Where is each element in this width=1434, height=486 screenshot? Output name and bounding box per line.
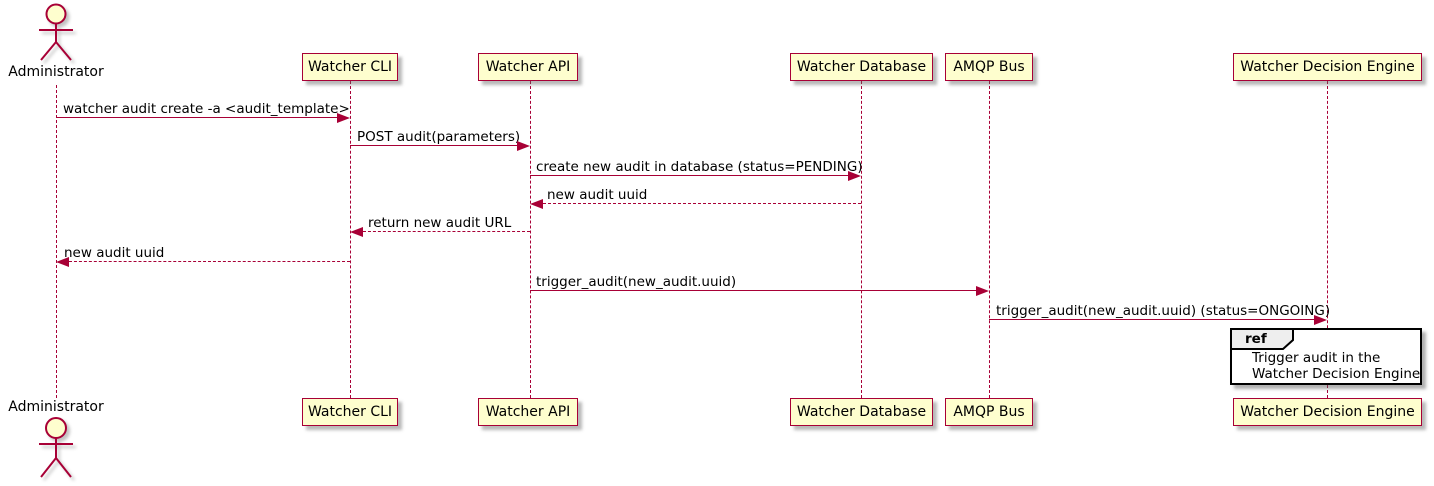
participant-watcher-api-top: Watcher API (478, 53, 578, 81)
participant-watcher-cli-top: Watcher CLI (302, 53, 398, 81)
arrowhead (848, 171, 861, 181)
participant-watcher-database-top: Watcher Database (790, 53, 933, 81)
message-label: return new audit URL (368, 215, 512, 231)
participant-watcher-database-bottom: Watcher Database (790, 398, 933, 426)
message-line (350, 145, 518, 146)
message-line (989, 319, 1314, 320)
participant-amqp-bus-top: AMQP Bus (945, 53, 1033, 81)
arrowhead (530, 199, 543, 209)
message-label: new audit uuid (64, 245, 165, 261)
message-label: trigger_audit(new_audit.uuid) (536, 274, 737, 290)
message-line (530, 175, 849, 176)
ref-keyword: ref (1245, 331, 1267, 347)
lifeline-watcher-database (860, 81, 862, 398)
message-line (56, 117, 338, 118)
participant-watcher-decision-engine-bottom: Watcher Decision Engine (1233, 398, 1422, 426)
arrowhead (976, 286, 989, 296)
arrowhead (517, 141, 530, 151)
arrowhead (1314, 315, 1327, 325)
actor-label-bottom: Administrator (8, 399, 104, 415)
message-label: POST audit(parameters) (357, 129, 521, 145)
message-label: create new audit in database (status=PEN… (536, 159, 863, 175)
lifeline-amqp-bus (988, 81, 990, 398)
message-line (543, 203, 861, 204)
participant-watcher-decision-engine-top: Watcher Decision Engine (1233, 53, 1422, 81)
participant-amqp-bus-bottom: AMQP Bus (945, 398, 1033, 426)
message-line (363, 231, 530, 232)
ref-text-line-1: Trigger audit in the (1252, 350, 1381, 366)
arrowhead (56, 257, 69, 267)
message-label: watcher audit create -a <audit_template> (63, 101, 350, 117)
lifeline-watcher-api (529, 81, 531, 398)
actor-label-top: Administrator (8, 64, 104, 80)
lifeline-watcher-decision-engine (1326, 81, 1328, 398)
participant-watcher-cli-bottom: Watcher CLI (302, 398, 398, 426)
ref-text-line-2: Watcher Decision Engine (1252, 365, 1421, 382)
ref-tab (1230, 328, 1294, 350)
arrowhead (350, 227, 363, 237)
participant-watcher-api-bottom: Watcher API (478, 398, 578, 426)
message-line (530, 290, 977, 291)
ref-fragment: ref Trigger audit in the Watcher Decisio… (1230, 328, 1422, 385)
message-line (69, 261, 350, 262)
actor-icon-bottom (39, 417, 73, 478)
lifeline-administrator (55, 85, 57, 398)
actor-icon (39, 3, 73, 61)
arrowhead (337, 113, 350, 123)
message-label: new audit uuid (547, 187, 648, 203)
lifeline-watcher-cli (349, 81, 351, 398)
message-label: trigger_audit(new_audit.uuid) (status=ON… (996, 303, 1331, 319)
ref-text: Trigger audit in the Watcher Decision En… (1252, 350, 1421, 382)
